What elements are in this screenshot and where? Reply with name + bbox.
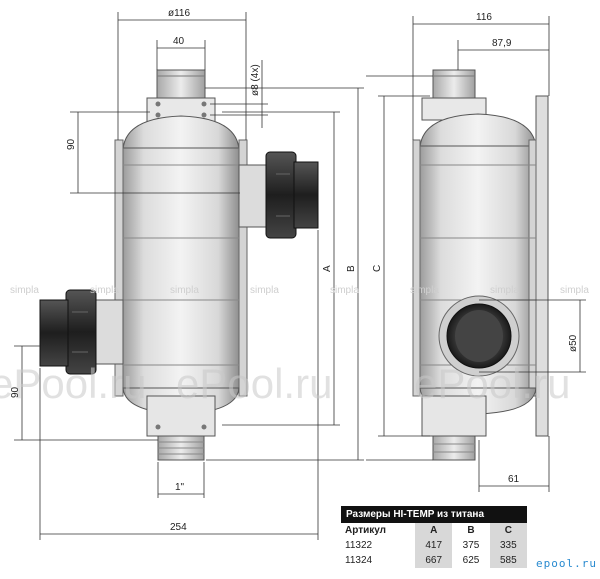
front-view [39,69,319,461]
side-top-dome [419,113,537,149]
side-view [412,69,549,461]
right-outlet-pipe [293,161,319,229]
spec-table: Размеры HI-TEMP из титана Артикул A B C … [341,506,527,568]
left-inlet-pipe [39,299,69,367]
side-bottom-flange [421,395,487,437]
bolt-hole [155,101,161,107]
watermark-left: ePool.ru [0,360,146,407]
left-inlet-neck [94,299,124,365]
top-inlet [156,69,206,101]
table-row: 11324 667 625 585 [341,553,527,568]
watermark-small: simpla [250,285,279,296]
brand-logo: epool.ru [536,557,597,570]
top-dome [122,115,240,151]
front-dimensions [14,12,364,540]
col-header-b: B [467,525,475,536]
dim-height-a: A [322,265,333,272]
rod-right [238,139,248,397]
spec-table-caption: Размеры HI-TEMP из титана [341,506,527,523]
watermark-right: ePool.ru [414,360,570,407]
watermark-center: ePool.ru [176,360,332,407]
dim-inlet-width: 40 [173,36,185,47]
cell-b: 375 [462,540,480,551]
watermark-small: simpla [410,285,439,296]
cell-a: 667 [415,553,453,568]
cell-c: 335 [489,538,527,553]
side-bottom-thread [432,435,476,461]
bolt-hole [201,112,207,118]
dim-port-offset: 61 [508,474,520,485]
cell-c: 585 [489,553,527,568]
dim-total-width: 254 [170,522,187,533]
watermark-small: simpla [90,285,119,296]
dim-lower-offset: 90 [10,386,21,398]
rod-left [114,139,124,397]
dim-holes: ø8 (4x) [250,64,261,96]
dim-height-c: C [372,265,383,272]
cell-a: 417 [415,538,453,553]
side-top-inlet [432,69,476,101]
dim-thread: 1" [175,482,185,493]
right-outlet-nut [265,151,297,239]
table-row: 11322 417 375 335 [341,538,527,553]
watermark-small: simpla [10,285,39,296]
dim-height-b: B [346,265,357,272]
col-header-article: Артикул [345,525,387,536]
side-dimensions [366,16,586,492]
col-header-c: C [489,523,527,538]
cell-article: 11324 [345,555,373,566]
watermark-small: simpla [330,285,359,296]
dim-side-width: 116 [476,12,492,23]
cell-b: 625 [462,555,480,566]
right-outlet-neck [238,164,270,228]
dim-top-width: ø116 [168,8,190,19]
bolt-hole [201,101,207,107]
watermark-small: simpla [170,285,199,296]
watermark-small: simpla [490,285,519,296]
cell-article: 11322 [345,540,373,551]
watermark-small: simpla [560,285,589,296]
bolt-hole [155,112,161,118]
main-cylinder [122,147,240,391]
dim-side-half-width: 87,9 [492,38,512,49]
dim-left-offset: 90 [66,138,77,150]
dim-port-diameter: ø50 [568,334,579,352]
col-header-a: A [415,523,453,538]
